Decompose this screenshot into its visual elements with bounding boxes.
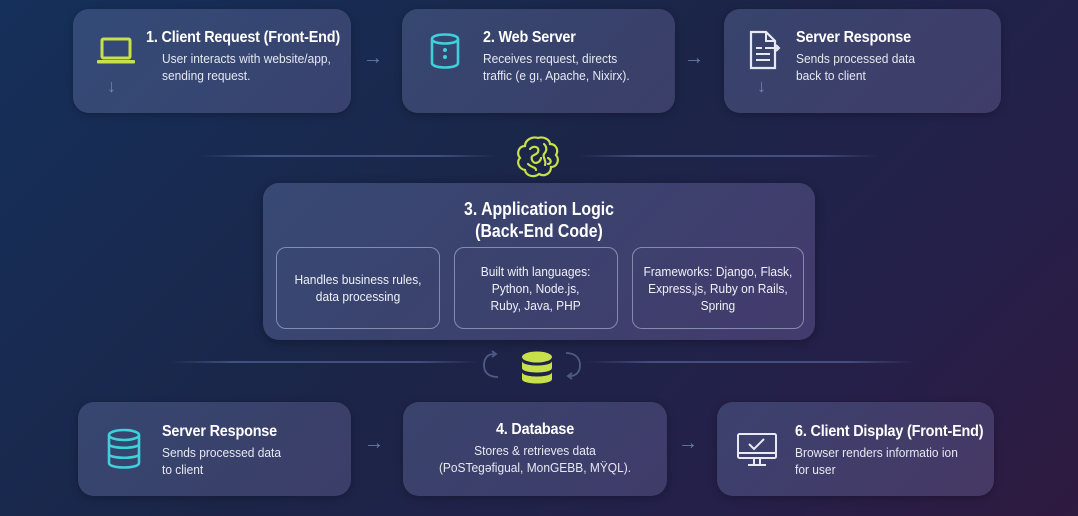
web-server-card: 2. Web Server Receives request, directs … xyxy=(402,9,675,113)
card-description-line: User interacts with website/app, xyxy=(162,51,331,66)
card-description-line: back to client xyxy=(796,68,866,83)
database-card: 4. Database Stores & retrieves data (PoS… xyxy=(403,402,667,496)
box-line: Handles business rules, xyxy=(294,272,422,287)
app-logic-title: 3. Application Logic xyxy=(464,199,614,219)
card-description-line: for user xyxy=(795,462,836,477)
app-logic-subtitle: (Back-End Code) xyxy=(475,221,603,241)
box-line: Built with languages: xyxy=(481,263,591,279)
application-logic-card: 3. Application Logic (Back-End Code) Han… xyxy=(263,183,815,340)
box-line: Python, Node.js, xyxy=(492,280,580,296)
right-arrow-icon: → xyxy=(684,47,704,69)
card-title: Server Response xyxy=(162,423,277,440)
right-arrow-icon: → xyxy=(363,47,383,69)
card-title: 1. Client Request (Front-End) xyxy=(146,29,340,46)
card-title: 2. Web Server xyxy=(483,29,576,46)
sync-arrow-right-icon xyxy=(563,350,583,385)
box-line: Express,js, Ruby on Rails, xyxy=(648,280,788,296)
card-description-line: Browser renders informatio ion xyxy=(795,445,958,460)
right-arrow-icon: → xyxy=(364,432,384,454)
box-line: Ruby, Java, PHP xyxy=(490,297,582,313)
divider-line xyxy=(200,155,497,157)
down-arrow-icon: ↓ xyxy=(757,76,766,96)
card-description-line: Sends processed data xyxy=(162,445,282,460)
box-line: Spring xyxy=(700,297,736,313)
card-description-line: sending request. xyxy=(162,68,251,83)
client-request-card: ↓ 1. Client Request (Front-End) User int… xyxy=(73,9,351,113)
card-description-line: traffic (e gı, Apache, Nixirx). xyxy=(483,68,630,83)
right-arrow-icon: → xyxy=(678,432,698,454)
box-line: data processing xyxy=(315,289,401,304)
business-rules-box: Handles business rules, data processing xyxy=(276,247,440,329)
card-description-line: Sends processed data xyxy=(796,51,916,66)
card-description-line: (PoSTegəfigual, MonGEBB, MŸQL). xyxy=(438,460,632,475)
server-cylinder-icon xyxy=(429,31,461,76)
database-stack-icon xyxy=(106,428,142,475)
server-response-bottom-card: Server Response Sends processed data to … xyxy=(78,402,351,496)
monitor-check-icon xyxy=(736,432,778,473)
down-arrow-icon: ↓ xyxy=(107,76,116,96)
document-export-icon xyxy=(748,30,782,75)
divider-line xyxy=(585,361,915,363)
card-description-line: to client xyxy=(162,462,204,477)
server-response-top-card: ↓ Server Response Sends processed data b… xyxy=(724,9,1001,113)
card-description-line: Stores & retrieves data xyxy=(474,443,596,458)
languages-box: Built with languages: Python, Node.js, R… xyxy=(454,247,618,329)
card-title: 4. Database xyxy=(495,421,575,438)
frameworks-box: Frameworks: Django, Flask, Express,js, R… xyxy=(632,247,804,329)
card-description-line: Receives request, directs xyxy=(483,51,618,66)
laptop-icon xyxy=(96,37,136,72)
sync-arrow-left-icon xyxy=(481,350,501,385)
card-title: 6. Client Display (Front-End) xyxy=(795,423,984,440)
card-title: Server Response xyxy=(796,29,911,46)
divider-line xyxy=(578,155,878,157)
box-line: Frameworks: Django, Flask, xyxy=(643,263,793,279)
database-sync-icon xyxy=(521,351,553,390)
brain-icon xyxy=(514,134,562,185)
client-display-card: 6. Client Display (Front-End) Browser re… xyxy=(717,402,994,496)
divider-line xyxy=(170,361,480,363)
